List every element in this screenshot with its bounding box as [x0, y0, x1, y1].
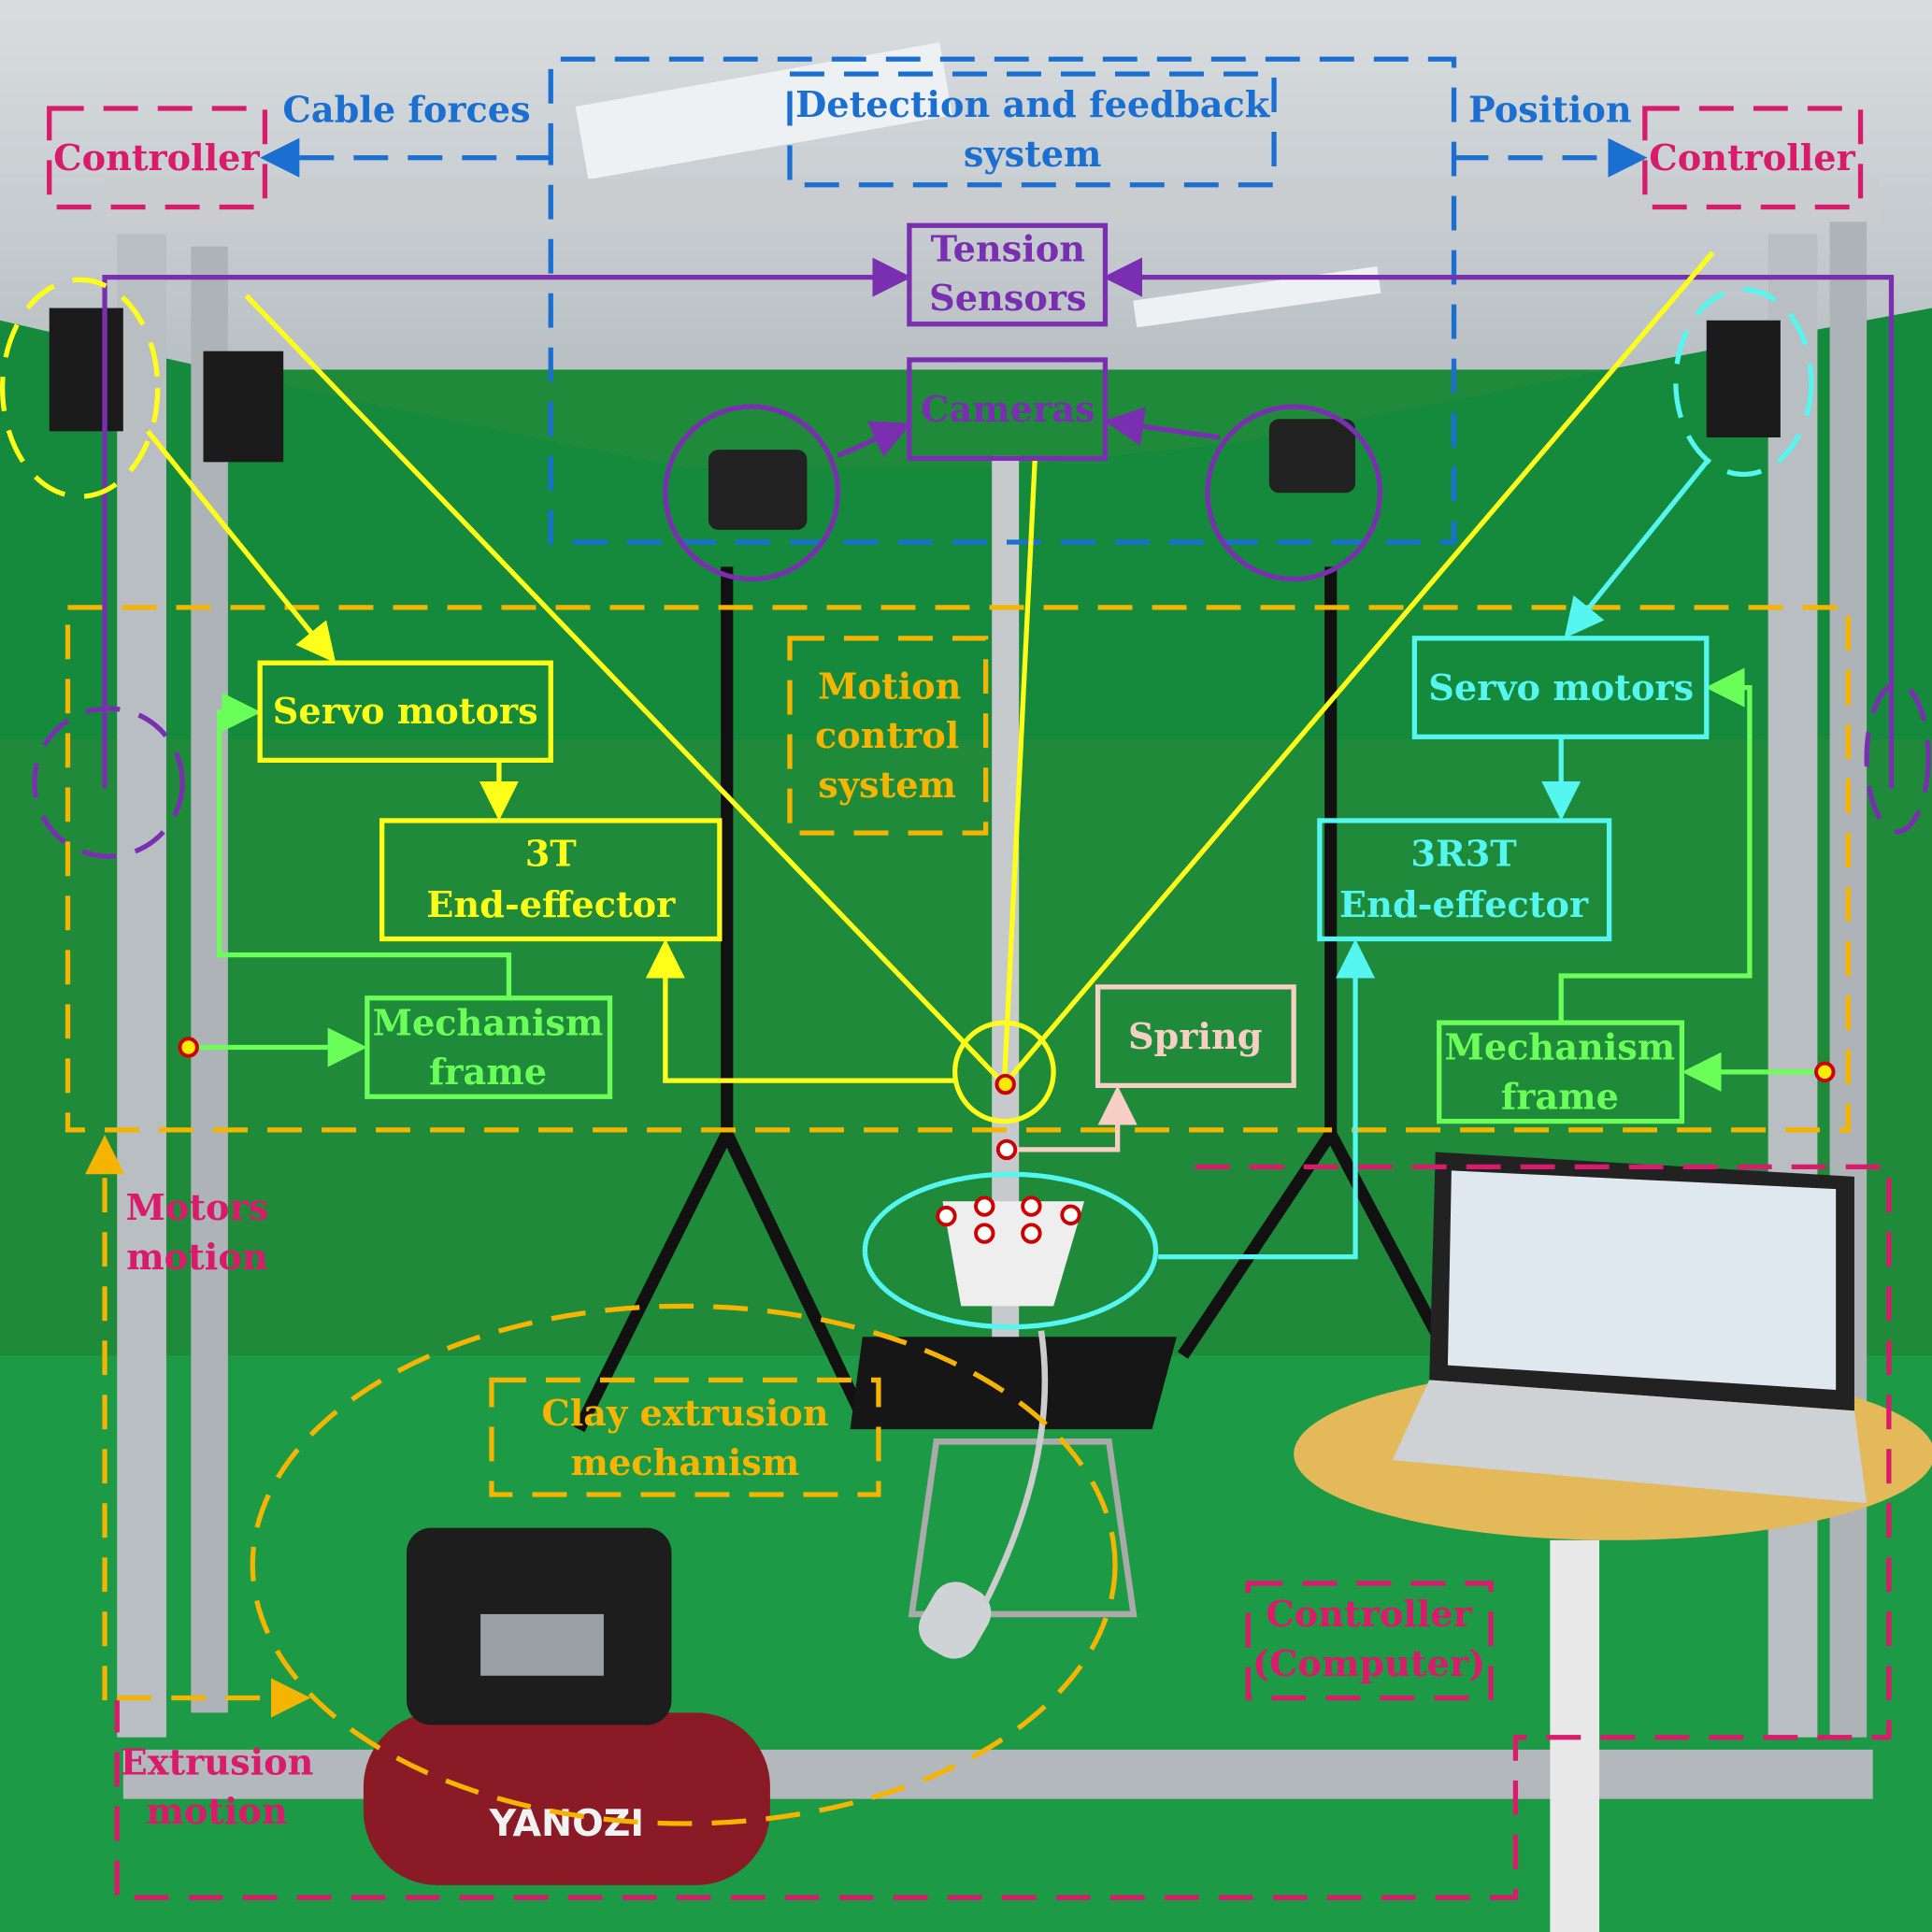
- extrusion-motion-line2: motion: [146, 1791, 287, 1833]
- spring-label: Spring: [1128, 1016, 1262, 1058]
- motion-control-line3: system: [818, 765, 956, 807]
- end-effector-3r3t-line2: End-effector: [1339, 884, 1589, 926]
- end-effector-3t-marker: [952, 1020, 1056, 1124]
- servo-motors-right-label: Servo motors: [1428, 667, 1694, 709]
- motion-control-line1: Motion: [818, 665, 961, 708]
- detection-label-line1: Detection and feedback: [795, 84, 1271, 126]
- cameras-label: Cameras: [921, 389, 1095, 431]
- cable-forces-label: Cable forces: [282, 90, 530, 132]
- detection-label-line2: system: [964, 134, 1102, 176]
- camera-left-marker: [663, 404, 841, 582]
- extrusion-motion-line1: Extrusion: [121, 1741, 314, 1783]
- controller-computer-line2: (Computer): [1252, 1643, 1485, 1685]
- mechanism-frame-left-line2: frame: [429, 1052, 547, 1094]
- motors-motion-line2: motion: [126, 1237, 267, 1279]
- mechanism-frame-right-line2: frame: [1501, 1076, 1619, 1118]
- end-effector-3t-line1: 3T: [525, 834, 578, 876]
- end-effector-3t-line2: End-effector: [426, 884, 676, 926]
- clay-extrusion-line2: mechanism: [571, 1442, 800, 1484]
- detection-region: [548, 56, 1457, 545]
- end-effector-3r3t-line1: 3R3T: [1410, 834, 1517, 876]
- motors-motion-line1: Motors: [126, 1187, 269, 1229]
- mechanism-frame-right-line1: Mechanism: [1445, 1027, 1676, 1069]
- tension-sensor-left-marker: [32, 706, 185, 859]
- controller-region: [114, 1164, 1892, 1900]
- end-effector-3r3t-marker: [862, 1171, 1159, 1330]
- motion-control-line2: control: [815, 715, 959, 757]
- tension-sensors-line2: Sensors: [929, 278, 1086, 320]
- tension-sensors-line1: Tension: [931, 228, 1085, 270]
- motion-control-region: [64, 605, 1851, 1133]
- servo-left-marker: [0, 277, 161, 499]
- controller-computer-line1: Controller: [1266, 1594, 1472, 1636]
- controller-right-label: Controller: [1649, 137, 1855, 179]
- servo-motors-left-label: Servo motors: [273, 691, 538, 733]
- camera-right-marker: [1205, 404, 1383, 582]
- compressor-brand: YANOZI: [489, 1802, 645, 1845]
- controller-left-label: Controller: [53, 137, 260, 179]
- clay-extrusion-line1: Clay extrusion: [541, 1393, 828, 1435]
- position-label: Position: [1468, 90, 1632, 132]
- servo-right-marker: [1673, 287, 1814, 478]
- tension-sensor-right-marker: [1864, 680, 1931, 835]
- mechanism-frame-left-line1: Mechanism: [373, 1002, 604, 1044]
- clay-extrusion-region: [250, 1303, 1118, 1826]
